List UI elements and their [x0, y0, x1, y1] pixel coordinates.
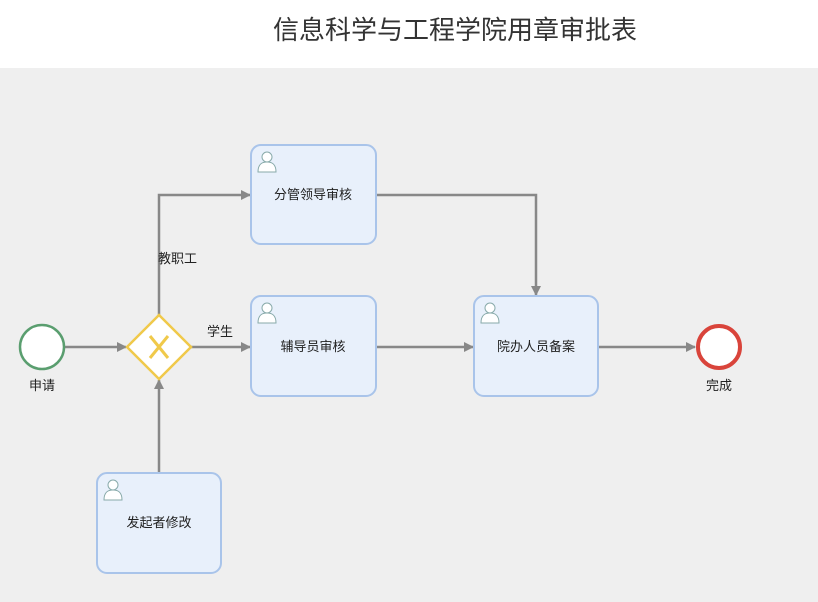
end-event-label: 完成 [706, 379, 732, 394]
page-title: 信息科学与工程学院用章审批表 [272, 16, 637, 46]
task-label: 院办人员备案 [497, 339, 575, 355]
flow-leader-office[interactable] [376, 193, 541, 296]
x-icon [148, 335, 170, 359]
flow-gateway-leader[interactable] [157, 190, 251, 315]
start-event-label: 申请 [29, 379, 55, 394]
task-office-record[interactable]: 院办人员备案 [473, 295, 599, 397]
end-event[interactable] [696, 324, 742, 370]
task-label: 辅导员审核 [280, 340, 345, 355]
flow-label-staff: 教职工 [158, 251, 197, 267]
task-leader-review[interactable]: 分管领导审核 [250, 144, 377, 245]
task-initiator-modify[interactable]: 发起者修改 [96, 472, 222, 574]
start-event[interactable] [18, 323, 66, 371]
task-label: 分管领导审核 [274, 188, 352, 203]
header: 信息科学与工程学院用章审批表 [0, 0, 818, 68]
task-counselor-review[interactable]: 辅导员审核 [250, 295, 377, 397]
flow-label-student: 学生 [207, 324, 233, 340]
exclusive-gateway[interactable] [125, 313, 193, 381]
task-label: 发起者修改 [126, 515, 191, 531]
